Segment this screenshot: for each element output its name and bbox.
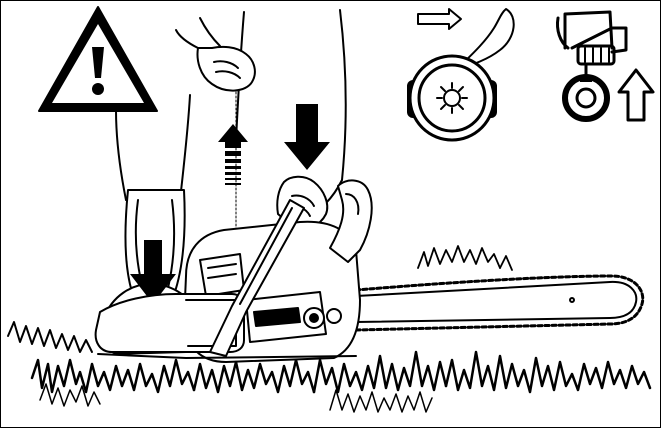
illustration-canvas (0, 0, 663, 430)
figure-border (0, 0, 661, 428)
